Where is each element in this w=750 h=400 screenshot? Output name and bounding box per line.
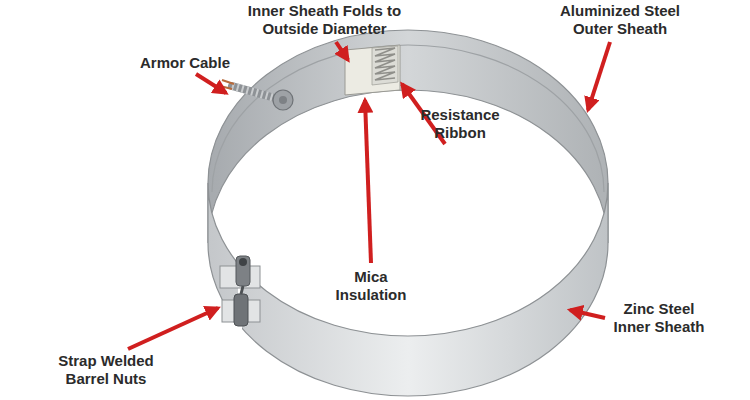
leader-arrow [570,310,605,318]
terminal-stud [279,96,287,104]
part-label: Inner Sheath Folds to Outside Diameter [237,2,412,38]
screw-head [239,258,247,266]
armor-cable [232,86,275,98]
part-label: Resistance Ribbon [412,106,508,142]
lead-wire [222,80,234,84]
part-label: Mica Insulation [325,268,417,304]
fold-line [212,45,604,192]
mica-insulation [345,45,400,95]
part-label: Aluminized Steel Outer Sheath [550,2,690,38]
leader-arrows [128,42,610,349]
armor-cable-wrap [232,86,275,98]
inner-sheath [208,183,608,396]
leader-arrow [196,74,226,93]
barrel-nut [234,294,248,326]
outer-sheath [208,30,608,243]
part-label: Strap Welded Barrel Nuts [45,352,167,388]
terminal-post [273,90,293,110]
barrel-nut [236,256,250,286]
clamp-screw [241,286,243,294]
leader-arrow [336,42,348,60]
ribbon-area [372,46,398,85]
part-label: Zinc Steel Inner Sheath [605,300,713,336]
leader-arrow [588,42,610,110]
part-label: Armor Cable [130,54,240,72]
leader-arrow [128,308,218,349]
resistance-ribbon [375,48,395,80]
leader-arrow [365,100,371,263]
